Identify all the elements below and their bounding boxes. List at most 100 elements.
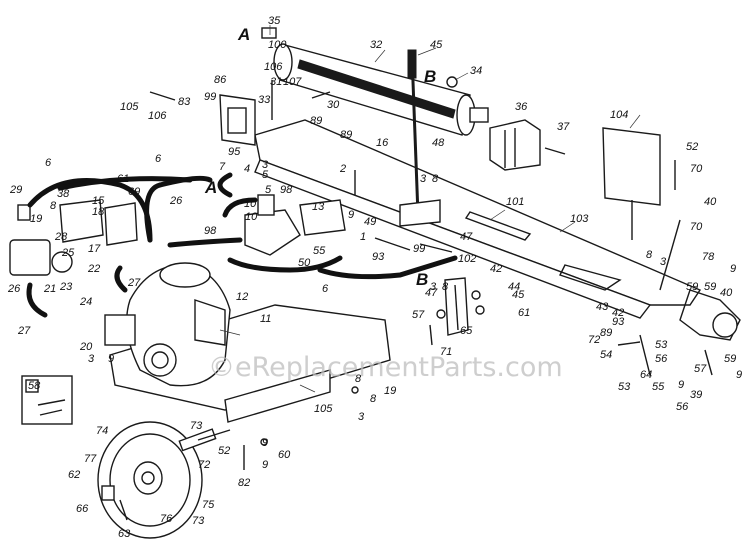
- callout: 73: [192, 515, 205, 527]
- callout: 77: [84, 453, 97, 465]
- callout: 103: [570, 213, 589, 225]
- leader-lines: [219, 25, 641, 393]
- callout: 70: [690, 163, 703, 175]
- callout: 8: [355, 373, 362, 385]
- section-letter-b: B: [416, 270, 428, 289]
- callout: 72: [588, 334, 600, 346]
- callout: 100: [268, 39, 287, 51]
- callout: 56: [655, 353, 668, 365]
- pump: [9, 204, 73, 276]
- callouts: 35 100 32 45 34 106 86 31 107 33 30 83 9…: [7, 15, 742, 540]
- callout: 59: [704, 281, 716, 293]
- callout: 57: [412, 309, 425, 321]
- callout: 17: [88, 243, 101, 255]
- callout: 10: [244, 198, 257, 210]
- callout: 62: [68, 469, 80, 481]
- callout: 36: [515, 101, 528, 113]
- callout: 86: [214, 74, 227, 86]
- callout: 16: [376, 137, 389, 149]
- callout: 71: [440, 346, 452, 358]
- engine: [104, 262, 231, 387]
- callout: 70: [690, 221, 703, 233]
- callout: 9: [730, 263, 736, 275]
- callout: 20: [79, 341, 93, 353]
- callout: 32: [370, 39, 382, 51]
- callout: 5: [265, 184, 272, 196]
- leg-bracket: [444, 277, 469, 336]
- callout: 4: [244, 163, 250, 175]
- callout: 3: [420, 173, 427, 185]
- callout: 76: [160, 513, 173, 525]
- callout: 102: [458, 253, 476, 265]
- callout: 89: [600, 327, 612, 339]
- callout: 40: [720, 287, 733, 299]
- callout: 7: [219, 161, 226, 173]
- callout: 99: [413, 243, 425, 255]
- callout: 24: [79, 296, 92, 308]
- callout: 3: [358, 411, 365, 423]
- callout: 104: [610, 109, 628, 121]
- callout: 74: [96, 425, 108, 437]
- callout: 18: [92, 206, 105, 218]
- callout: 105: [314, 403, 333, 415]
- callout: 26: [7, 283, 21, 295]
- callout: 3: [660, 256, 667, 268]
- hardware: [101, 27, 713, 521]
- callout: 93: [612, 316, 625, 328]
- callout: 55: [652, 381, 665, 393]
- callout: 39: [690, 389, 702, 401]
- callout: 37: [557, 121, 570, 133]
- callout: 53: [655, 339, 668, 351]
- callout: 19: [384, 385, 396, 397]
- callout: 73: [190, 420, 203, 432]
- wheel: [97, 421, 217, 539]
- callout: 6: [322, 283, 329, 295]
- wedge-36: [489, 119, 541, 171]
- callout: 9: [348, 209, 354, 221]
- callout: 9: [678, 379, 684, 391]
- callout: 93: [372, 251, 385, 263]
- callout: 66: [76, 503, 89, 515]
- callout: 21: [43, 283, 56, 295]
- callout: 40: [704, 196, 717, 208]
- callout: 89: [340, 129, 352, 141]
- callout: 89: [310, 115, 322, 127]
- callout: 50: [298, 257, 311, 269]
- callout: 42: [612, 307, 624, 319]
- callout: 8: [50, 200, 57, 212]
- callout: 28: [54, 231, 68, 243]
- callout: 11: [260, 313, 271, 325]
- callout: 56: [676, 401, 689, 413]
- callout: 65: [460, 325, 473, 337]
- callout: 105: [120, 101, 139, 113]
- callout: 64: [640, 369, 652, 381]
- callout: 54: [600, 349, 612, 361]
- callout: 78: [702, 251, 715, 263]
- callout: 12: [236, 291, 248, 303]
- callout: 47: [460, 231, 473, 243]
- callout: 58: [28, 380, 41, 392]
- callout: 82: [238, 477, 250, 489]
- callout: 44: [508, 281, 520, 293]
- callout: 33: [258, 94, 271, 106]
- inset-58: [21, 375, 73, 425]
- callout: 9: [262, 459, 268, 471]
- section-letter-b: B: [424, 67, 436, 86]
- callout: 95: [228, 146, 241, 158]
- callout: 60: [278, 449, 291, 461]
- callout: 2: [339, 163, 346, 175]
- section-letter-a: A: [204, 178, 217, 197]
- callout: 99: [204, 91, 216, 103]
- callout: 3: [88, 353, 95, 365]
- hoses: [26, 172, 458, 318]
- section-letter-a: A: [237, 25, 250, 44]
- callout: 8: [370, 393, 377, 405]
- callout: 75: [202, 499, 215, 511]
- callout: 98: [204, 225, 217, 237]
- callout: 6: [45, 157, 52, 169]
- callout: 1: [360, 231, 366, 243]
- callout: 26: [169, 195, 183, 207]
- callout: 10: [245, 211, 258, 223]
- callout: 55: [313, 245, 326, 257]
